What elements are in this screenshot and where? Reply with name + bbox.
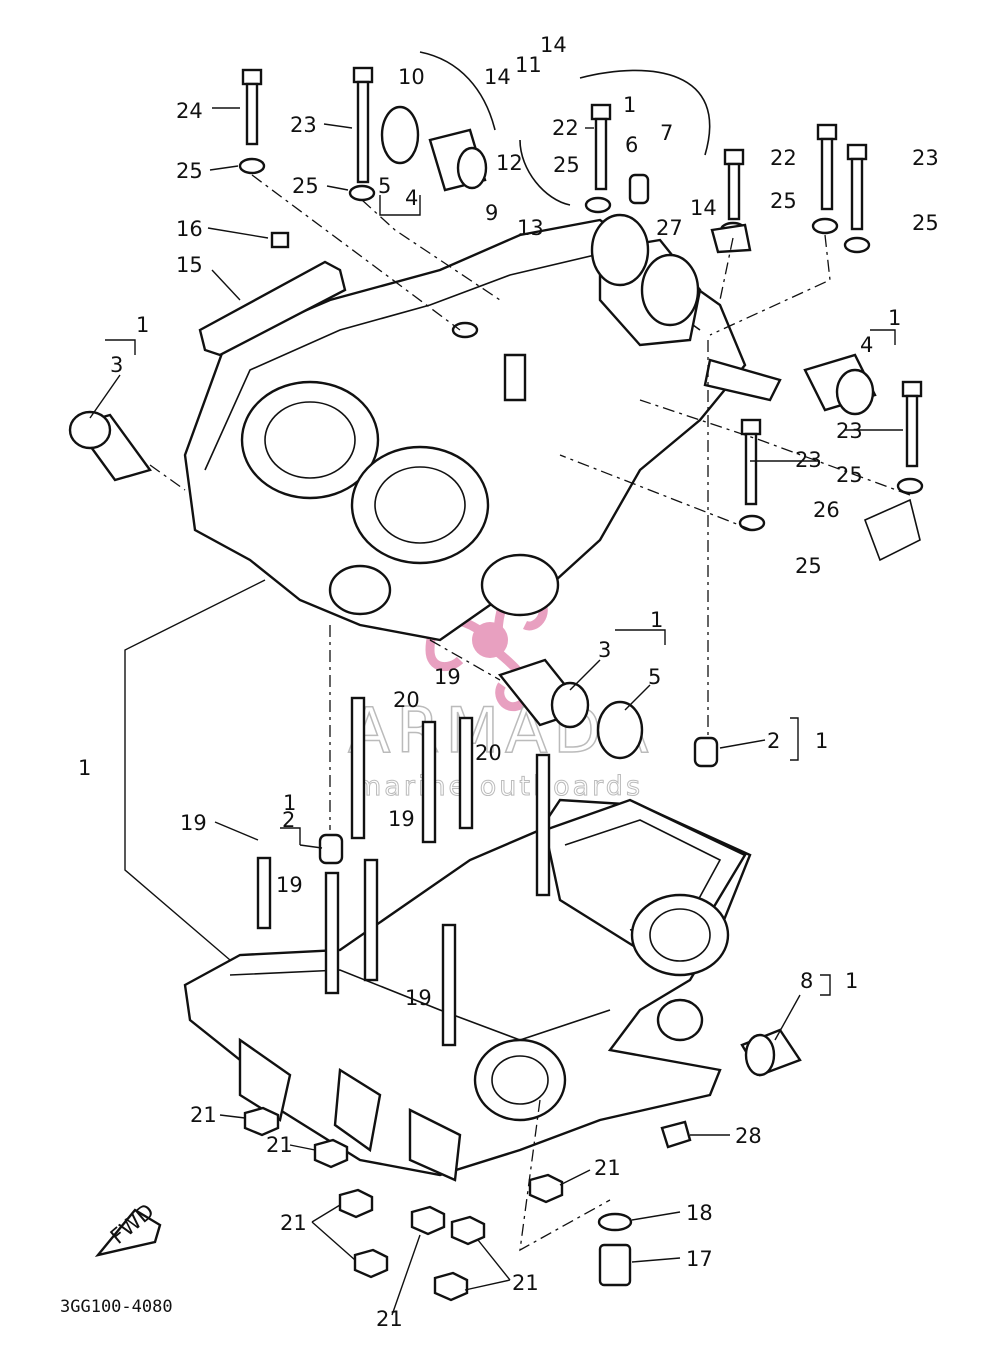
callout-25: 25 [176, 159, 203, 183]
leader-lines [89, 107, 903, 1316]
callout-1: 1 [78, 756, 91, 780]
callout-13: 13 [517, 216, 544, 240]
callout-21: 21 [266, 1133, 293, 1157]
small-parts: FWD [68, 51, 924, 1302]
callout-26: 26 [813, 498, 840, 522]
callout-25: 25 [553, 153, 580, 177]
callout-labels: 24 23 25 25 5 4 10 14 11 14 22 12 25 9 1… [78, 33, 939, 1331]
lower-crankcase [183, 798, 752, 1182]
callout-27: 27 [656, 216, 683, 240]
callout-19: 19 [180, 811, 207, 835]
watermark-tagline: marine outboards [355, 771, 643, 802]
studs [256, 696, 551, 1047]
callout-4: 4 [860, 333, 873, 357]
callout-25: 25 [292, 174, 319, 198]
callout-2: 2 [767, 729, 780, 753]
callout-25: 25 [795, 554, 822, 578]
callout-14: 14 [484, 65, 511, 89]
callout-6: 6 [625, 133, 638, 157]
callout-1: 1 [845, 969, 858, 993]
callout-21: 21 [512, 1271, 539, 1295]
assembly-lines [149, 174, 911, 1252]
callout-18: 18 [686, 1201, 713, 1225]
callout-21: 21 [280, 1211, 307, 1235]
callout-3: 3 [598, 638, 611, 662]
callout-23: 23 [290, 113, 317, 137]
callout-19: 19 [388, 807, 415, 831]
callout-1: 1 [815, 729, 828, 753]
callout-7: 7 [660, 121, 673, 145]
callout-21: 21 [190, 1103, 217, 1127]
callout-11: 11 [515, 53, 542, 77]
callout-21: 21 [376, 1307, 403, 1331]
callout-2: 2 [282, 808, 295, 832]
callout-22: 22 [770, 146, 797, 170]
callout-16: 16 [176, 217, 203, 241]
callout-25: 25 [836, 463, 863, 487]
callout-1: 1 [283, 791, 296, 815]
callout-25: 25 [912, 211, 939, 235]
callout-17: 17 [686, 1247, 713, 1271]
callout-3: 3 [110, 353, 123, 377]
callout-20: 20 [393, 688, 420, 712]
callout-25: 25 [770, 189, 797, 213]
callout-10: 10 [398, 65, 425, 89]
callout-1: 1 [136, 313, 149, 337]
callout-23: 23 [836, 419, 863, 443]
callout-5: 5 [648, 665, 661, 689]
callout-15: 15 [176, 253, 203, 277]
callout-4: 4 [405, 186, 418, 210]
catalog-code: 3GG100-4080 [60, 1297, 173, 1317]
callout-23: 23 [795, 448, 822, 472]
callout-1: 1 [650, 608, 663, 632]
callout-8: 8 [800, 969, 813, 993]
upper-crankcase [183, 213, 782, 642]
callout-28: 28 [735, 1124, 762, 1148]
callout-22: 22 [552, 116, 579, 140]
callout-12: 12 [496, 151, 523, 175]
callout-14: 14 [540, 33, 567, 57]
callout-19: 19 [405, 986, 432, 1010]
watermark: ARMADA marine outboards [347, 585, 649, 803]
callout-1: 1 [888, 306, 901, 330]
callout-21: 21 [594, 1156, 621, 1180]
callout-5: 5 [378, 174, 391, 198]
callout-19: 19 [276, 873, 303, 897]
callout-14: 14 [690, 196, 717, 220]
callout-9: 9 [485, 201, 498, 225]
callout-20: 20 [475, 741, 502, 765]
callout-24: 24 [176, 99, 203, 123]
callout-19: 19 [434, 665, 461, 689]
callout-23: 23 [912, 146, 939, 170]
callout-1: 1 [623, 93, 636, 117]
